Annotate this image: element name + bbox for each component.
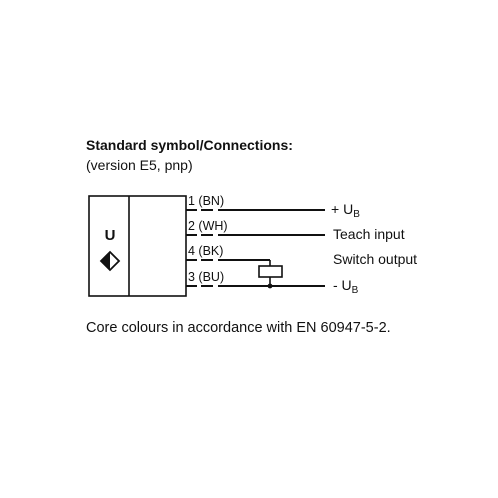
footnote: Core colours in accordance with EN 60947… (86, 320, 391, 336)
ultrasonic-sensor-diamond-icon (99, 250, 121, 272)
terminal-label-3: Switch output (333, 251, 417, 267)
wire-3: 3 (BU) (186, 270, 325, 287)
wire-label-3: 4 (BK) (188, 244, 223, 258)
sensor-housing (88, 195, 187, 297)
terminal-label-1: + UB (331, 201, 360, 220)
diagram-title: Standard symbol/Connections: (86, 137, 293, 153)
wire-1: 1 (BN) (186, 194, 325, 211)
wire-label-4: 3 (BU) (188, 270, 224, 284)
diagram-subtitle: (version E5, pnp) (86, 157, 193, 173)
wire-label-1: 1 (BN) (188, 194, 224, 208)
terminal-label-2: Teach input (333, 226, 405, 242)
terminal-label-4: - UB (333, 277, 359, 296)
wire-4: 4 (BK) (186, 244, 271, 286)
sensor-letter: U (105, 227, 116, 244)
load-resistor-icon (258, 265, 283, 278)
wire-label-2: 2 (WH) (188, 219, 228, 233)
wire-2: 2 (WH) (186, 219, 325, 236)
junction-dot (267, 283, 273, 289)
